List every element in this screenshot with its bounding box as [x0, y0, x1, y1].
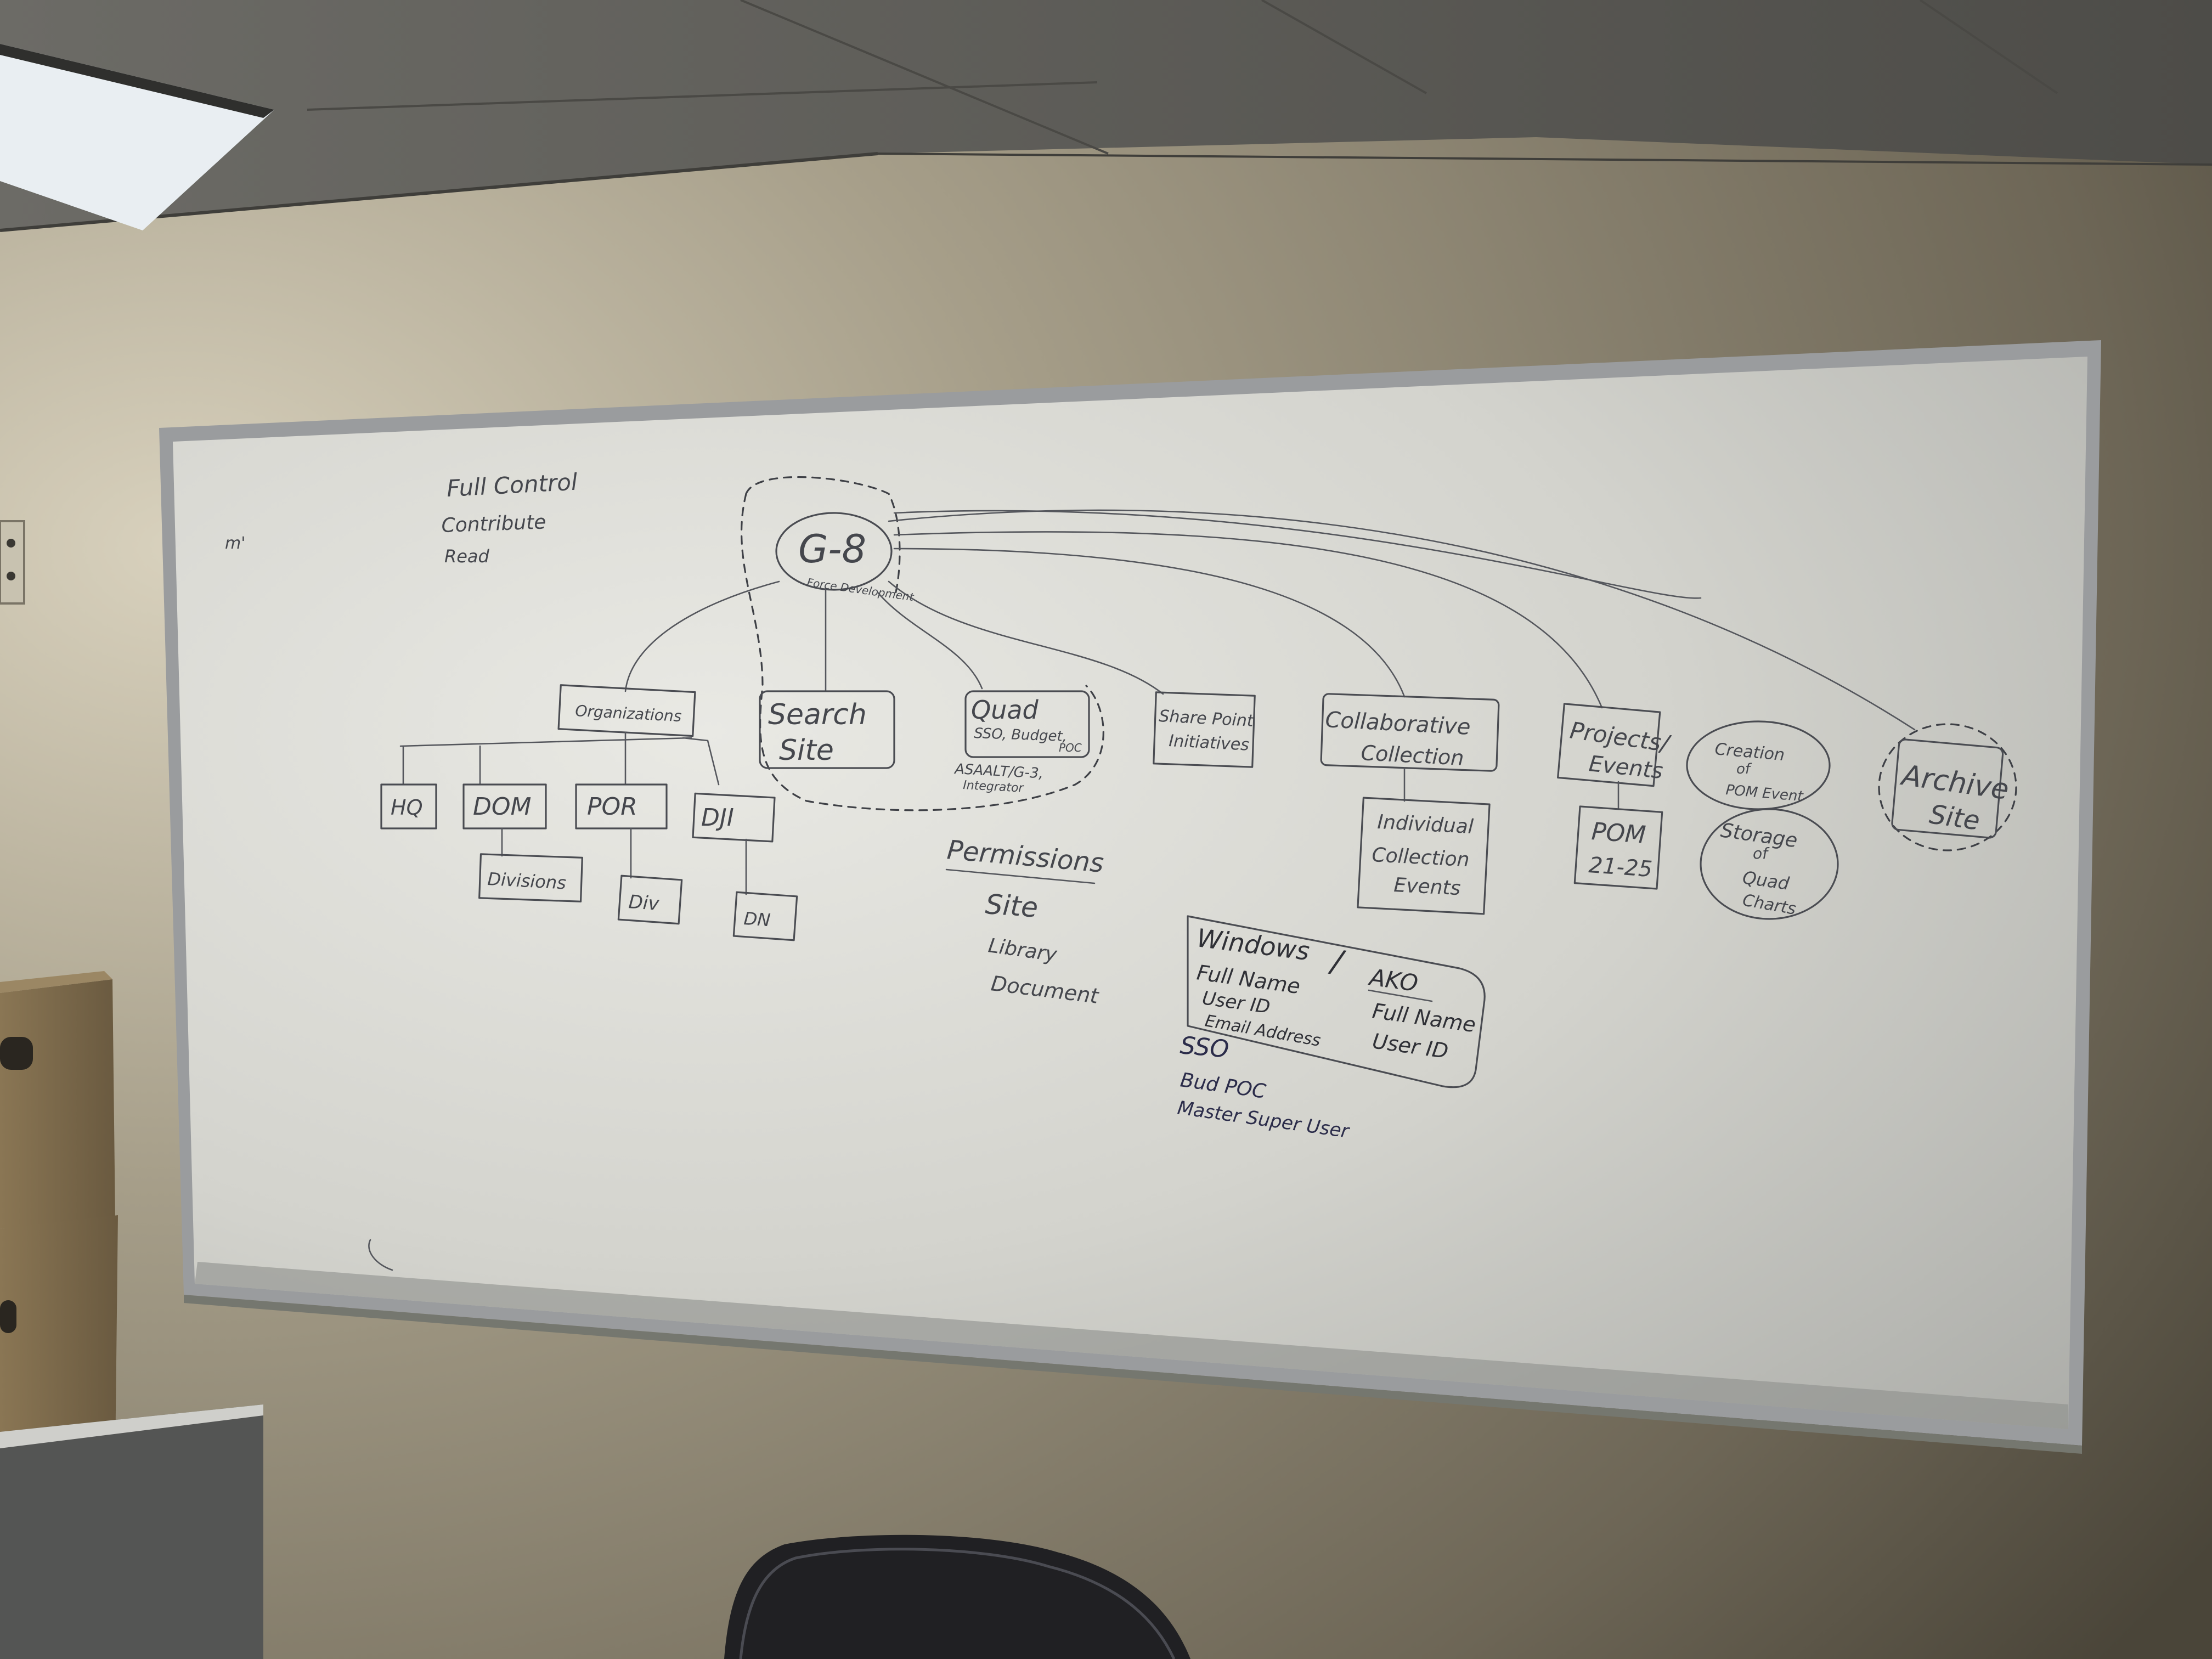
individual-line3: Events: [1393, 874, 1462, 900]
collaborative-line1: Collaborative: [1324, 707, 1471, 740]
legend-read: Read: [444, 546, 490, 567]
individual-line1: Individual: [1377, 811, 1474, 838]
storage-line4: Charts: [1741, 890, 1798, 918]
org-grandchild-divisions: [478, 853, 583, 902]
wall-outlet: [0, 520, 25, 605]
org-child-dji: [692, 792, 776, 843]
edge-projects: [893, 531, 1603, 709]
legend-full-control: Full Control: [446, 469, 578, 502]
office-chair: [724, 1534, 1190, 1659]
permission-document: Document: [990, 971, 1101, 1008]
quad-line2: POC: [1059, 741, 1082, 754]
organizations-label: Organizations: [575, 702, 682, 725]
org-grandchild-div-label: Div: [628, 891, 660, 915]
org-child-dji-label: DJI: [701, 804, 734, 832]
site-boundary: [741, 493, 1104, 811]
storage-line3: Quad: [1741, 867, 1791, 894]
role-bud-poc: Bud POC: [1179, 1069, 1268, 1103]
individual-line2: Collection: [1372, 844, 1470, 871]
projects-line2: Events: [1588, 751, 1664, 784]
permission-site: Site: [984, 888, 1039, 924]
org-child-dom: [462, 783, 547, 830]
hub-node: [775, 512, 893, 591]
sharepoint-line1: Share Point: [1159, 707, 1255, 731]
archive-node: [1891, 738, 2004, 839]
edge-sharepoint: [888, 580, 1164, 695]
stray-mark: m': [225, 534, 245, 553]
org-child-hq: [380, 783, 437, 830]
pom-node: [1573, 805, 1663, 890]
search-site-line1: Search: [768, 698, 867, 731]
legend-contribute: Contribute: [441, 511, 546, 537]
org-child-por: [575, 783, 668, 830]
sharepoint-node: [1153, 691, 1256, 768]
whiteboard-surface: [173, 357, 2087, 1429]
quad-node: [964, 690, 1090, 758]
org-child-dom-label: DOM: [473, 793, 531, 821]
accounts-separator: /: [1327, 943, 1347, 980]
creation-line3: POM Event: [1725, 782, 1804, 805]
quad-title: Quad: [971, 695, 1039, 725]
org-grandchild-dn-label: DN: [743, 908, 771, 930]
ceiling-light: [0, 44, 274, 230]
org-grandchild-div: [617, 874, 683, 925]
edge-quad: [877, 591, 983, 690]
edge-organizations: [624, 580, 780, 692]
permission-library: Library: [987, 934, 1059, 966]
individual-node: [1357, 797, 1491, 915]
org-child-por-label: POR: [587, 793, 637, 821]
ceiling: [0, 0, 2212, 230]
role-sso: SSO: [1179, 1031, 1230, 1064]
creation-line2: of: [1736, 761, 1752, 777]
archive-line2: Site: [1927, 799, 1982, 836]
collaborative-line2: Collection: [1361, 741, 1465, 770]
hub-title: G-8: [798, 527, 866, 572]
search-site-line2: Site: [779, 734, 834, 767]
projects-node: [1557, 703, 1661, 787]
storage-node: [1700, 808, 1839, 920]
archive-line1: Archive: [1898, 759, 2011, 806]
pom-line1: POM: [1590, 817, 1646, 849]
org-child-hq-label: HQ: [391, 795, 422, 820]
accounts-box: [1187, 915, 1486, 1088]
accounts-left-title: Windows: [1195, 923, 1311, 966]
storage-line2: of: [1753, 844, 1770, 862]
sharepoint-line2: Initiatives: [1169, 731, 1250, 755]
search-site-node: [759, 690, 895, 769]
projects-line1: Projects/: [1568, 716, 1673, 757]
role-master-super-user: Master Super User: [1176, 1097, 1351, 1143]
org-grandchild-divisions-label: Divisions: [487, 868, 567, 893]
accounts-right-item-1: User ID: [1371, 1029, 1450, 1063]
archive-boundary: [1878, 723, 2017, 851]
collaborative-node: [1320, 693, 1500, 772]
quad-note2: Integrator: [963, 778, 1025, 795]
edge-collaborative: [893, 548, 1406, 698]
pom-line2: 21-25: [1588, 853, 1653, 882]
org-grandchild-dn: [732, 891, 798, 941]
desk: [0, 1404, 263, 1659]
quad-line1: SSO, Budget,: [974, 725, 1068, 745]
org-tree-lines: [399, 731, 720, 786]
